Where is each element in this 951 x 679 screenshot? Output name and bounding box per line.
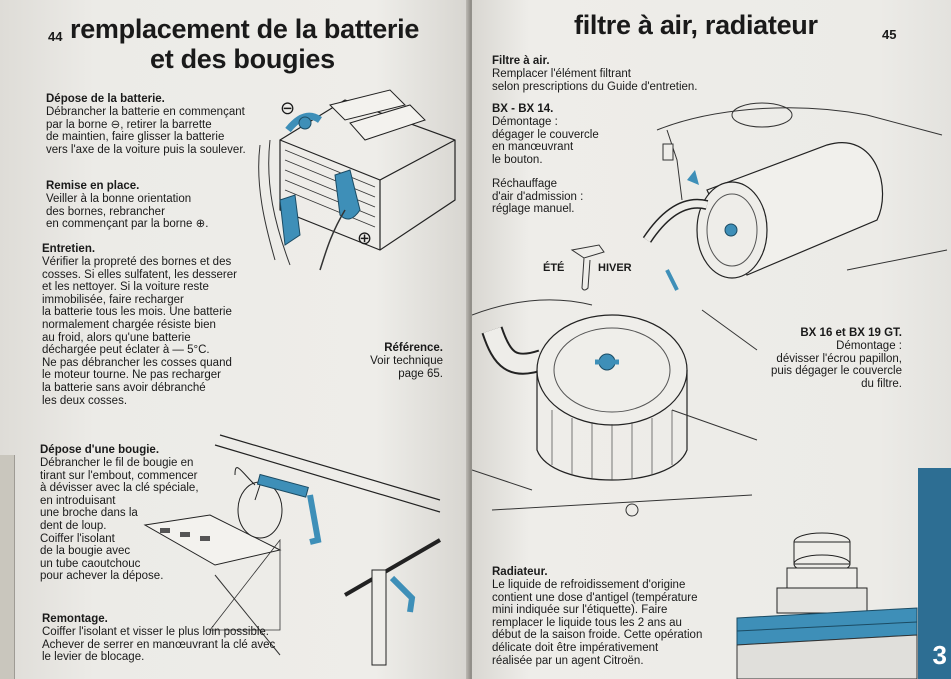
air-filter-bx16-illustration: [472, 299, 758, 517]
section-text: Remplacer l'élément filtrant selon presc…: [492, 68, 698, 93]
section-text: Démontage : dégager le couvercle en manœ…: [492, 116, 599, 166]
left-page-number: 44: [48, 29, 63, 44]
section-remontage: Remontage. Coiffer l'isolant et visser l…: [42, 613, 302, 664]
spark-plug-illustration: [143, 434, 442, 666]
section-heading: Référence.: [384, 342, 443, 354]
radiator-cap-illustration: [736, 532, 918, 679]
section-heading: BX - BX 14.: [492, 103, 554, 115]
ete-label: ÉTÉ: [543, 262, 565, 274]
section-text: Réchauffage d'air d'admission : réglage …: [492, 178, 584, 216]
section-radiateur: Radiateur. Le liquide de refroidissement…: [492, 566, 747, 667]
left-page-title-line1: remplacement de la batterie: [70, 14, 420, 44]
section-entretien: Entretien. Vérifier la propreté des born…: [42, 243, 282, 407]
left-page-tab-edge: [0, 455, 15, 679]
section-filtre-a-air: Filtre à air. Remplacer l'élément filtra…: [492, 55, 742, 93]
right-page-number: 45: [882, 27, 897, 42]
section-tab: [918, 468, 951, 679]
section-text: Débrancher la batterie en commençant par…: [46, 106, 246, 156]
section-heading: Filtre à air.: [492, 55, 550, 67]
air-filter-bx14-illustration: [642, 102, 948, 291]
section-text: Le liquide de refroidissement d'origine …: [492, 579, 703, 667]
section-tab-number: 3: [932, 640, 947, 670]
section-text: Démontage : dévisser l'écrou papillon, p…: [770, 340, 902, 390]
section-remise-en-place: Remise en place. Veiller à la bonne orie…: [46, 180, 246, 231]
section-rechauffage: Réchauffage d'air d'admission : réglage …: [492, 178, 602, 216]
section-heading: Remontage.: [42, 613, 108, 625]
section-heading: BX 16 et BX 19 GT.: [800, 327, 902, 339]
section-reference: Référence. Voir technique page 65.: [335, 342, 443, 380]
right-page-title: filtre à air, radiateur: [574, 10, 818, 40]
section-heading: Dépose de la batterie.: [46, 93, 165, 105]
plus-terminal-label: ⊕: [357, 228, 373, 248]
section-text: Débrancher le fil de bougie en tirant su…: [40, 457, 199, 583]
section-text: Veiller à la bonne orientation des borne…: [46, 193, 209, 231]
section-bx16-bx19gt: BX 16 et BX 19 GT. Démontage : dévisser …: [727, 327, 902, 390]
section-heading: Remise en place.: [46, 180, 140, 192]
section-bx14: BX - BX 14. Démontage : dégager le couve…: [492, 103, 602, 166]
section-heading: Entretien.: [42, 243, 96, 255]
section-text: Coiffer l'isolant et visser le plus loin…: [42, 626, 276, 664]
hiver-label: HIVER: [598, 262, 632, 274]
ete-hiver-switch-illustration: [570, 244, 605, 291]
left-page: 44 remplacement de la batterie et des bo…: [0, 0, 470, 679]
right-page: filtre à air, radiateur 45 Filtre à air.…: [472, 0, 951, 679]
section-depose-bougie: Dépose d'une bougie. Débrancher le fil d…: [40, 444, 230, 583]
book-gutter: [466, 0, 476, 679]
section-text: Voir technique page 65.: [370, 355, 443, 380]
section-heading: Dépose d'une bougie.: [40, 444, 160, 456]
battery-illustration: [258, 89, 456, 271]
section-text: Vérifier la propreté des bornes et des c…: [42, 256, 237, 407]
minus-terminal-label: ⊖: [280, 98, 296, 118]
section-depose-batterie: Dépose de la batterie. Débrancher la bat…: [46, 93, 276, 156]
section-heading: Radiateur.: [492, 566, 548, 578]
left-page-title-line2: et des bougies: [150, 44, 335, 74]
